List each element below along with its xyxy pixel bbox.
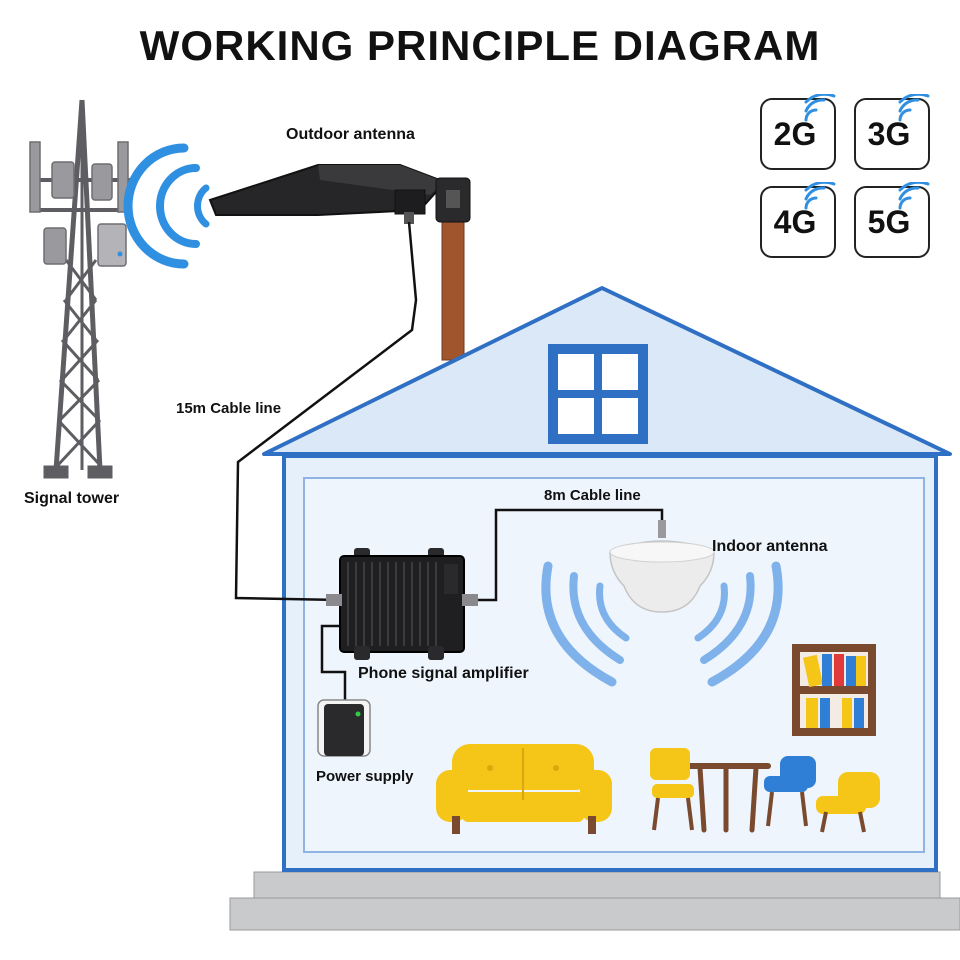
power-supply-icon — [317, 699, 371, 757]
outdoor-signal-waves-icon — [123, 143, 210, 269]
diagram-title: WORKING PRINCIPLE DIAGRAM — [139, 22, 821, 69]
badge-2g-text: 2G — [773, 116, 817, 152]
bookshelf-icon — [792, 644, 876, 736]
badge-2g: 2G — [760, 94, 836, 170]
indoor-antenna-label: Indoor antenna — [712, 538, 828, 555]
badge-5g: 5G — [854, 182, 930, 258]
signal-tower-label: Signal tower — [24, 490, 120, 507]
outdoor-antenna-icon — [208, 164, 471, 224]
signal-tower-icon — [30, 99, 130, 479]
outdoor-antenna-label: Outdoor antenna — [286, 126, 415, 143]
badge-3g-text: 3G — [867, 116, 911, 152]
cable-8m-label: 8m Cable line — [544, 487, 641, 504]
cable-15m-label: 15m Cable line — [176, 400, 282, 417]
badge-4g-text: 4G — [773, 204, 817, 240]
house-steps — [229, 871, 960, 931]
dining-table-icon — [685, 763, 771, 833]
wifi-icon — [898, 182, 930, 210]
phone-signal-amplifier-icon — [326, 548, 478, 660]
wifi-icon — [804, 182, 836, 210]
power-supply-label: Power supply — [316, 768, 414, 785]
wifi-icon — [898, 94, 930, 122]
attic-window — [548, 344, 648, 444]
yellow-chair-right-icon — [816, 772, 880, 833]
power-cable-line — [320, 624, 347, 700]
amplifier-label: Phone signal amplifier — [358, 665, 529, 682]
blue-chair-icon — [764, 756, 816, 827]
tower-panel-antennas — [29, 141, 129, 267]
indoor-signal-waves-icon — [541, 561, 783, 687]
sofa-icon — [436, 744, 612, 834]
cable-15m-line — [234, 221, 418, 602]
badge-4g: 4G — [760, 182, 836, 258]
badge-3g: 3G — [854, 94, 930, 170]
indoor-antenna-icon — [609, 520, 715, 613]
badge-5g-text: 5G — [867, 204, 911, 240]
cable-8m-line — [478, 508, 664, 602]
yellow-chair-left-icon — [650, 748, 694, 831]
wifi-icon — [804, 94, 836, 122]
